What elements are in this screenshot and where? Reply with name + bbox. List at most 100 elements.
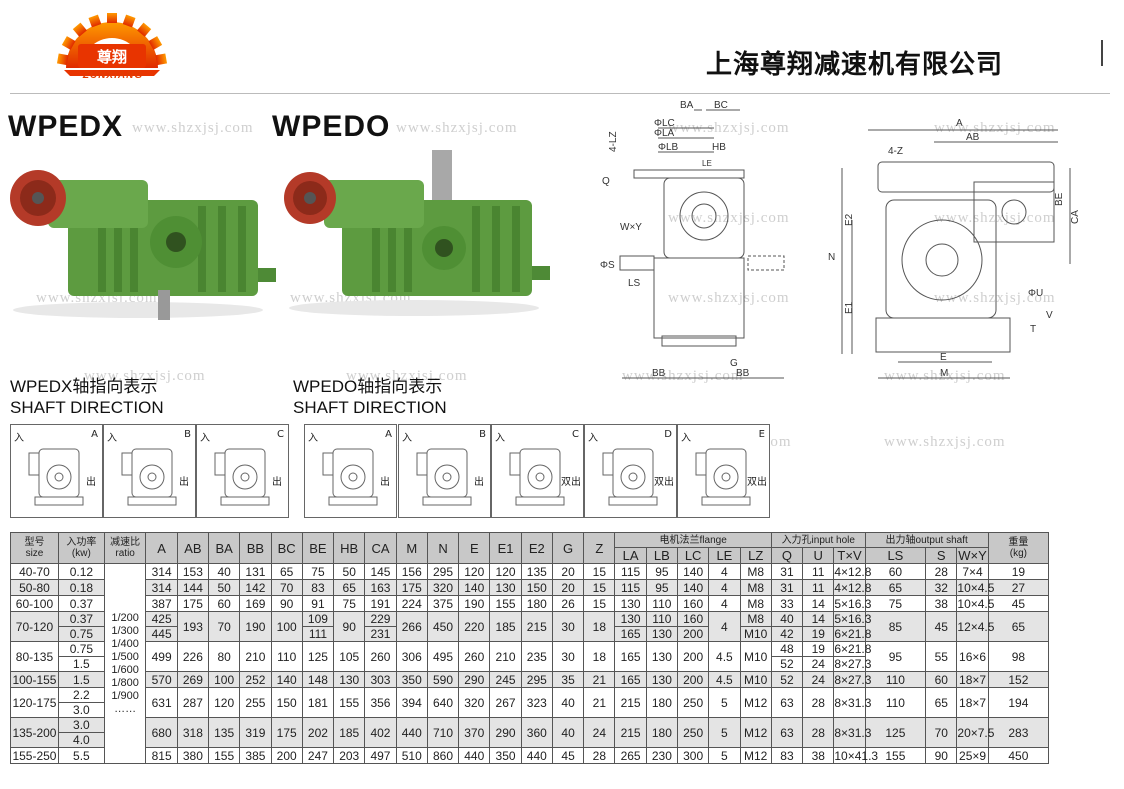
side-dimension-drawing: BA BC 4-LZ ΦLC ΦLA ΦLB HB LE Q W×Y ΦS LS… [600, 100, 785, 379]
cell-z: 28 [583, 747, 616, 764]
cell-power: 2.2 [57, 687, 105, 703]
cell-wy: 10×4.5 [956, 579, 995, 596]
ratio-value: 1/400 [111, 637, 139, 650]
cell-hb: 185 [333, 717, 366, 748]
cell-z: 18 [583, 641, 616, 672]
cell-la: 115 [614, 579, 647, 596]
cell-tv: 5×16.3 [833, 595, 872, 612]
cell-ba: 60 [208, 595, 241, 612]
cell-a: 631 [145, 687, 178, 718]
cell-u: 38 [802, 747, 835, 764]
output-label: 出 [86, 477, 96, 488]
cell-la: 165 [614, 626, 647, 642]
cell-bb: 131 [239, 563, 272, 580]
cell-q: 63 [770, 717, 804, 748]
cell-m: 394 [395, 687, 428, 718]
cell-e2: 150 [520, 579, 553, 596]
cell-a: 815 [145, 747, 178, 764]
cell-ba: 40 [208, 563, 241, 580]
shaft-direction-title: WPEDX轴指向表示 [10, 377, 158, 396]
table-row: 4.0 [11, 732, 1114, 748]
cell-q: 48 [770, 641, 804, 657]
dim-s: ΦS [600, 260, 615, 271]
model-title-wpedx: WPEDX [8, 110, 124, 143]
cell-lb: 230 [645, 747, 679, 764]
cell-ca: 356 [364, 687, 397, 718]
cell-wy: 25×9 [956, 747, 989, 764]
output-label: 双出 [654, 477, 674, 488]
cell-bc: 200 [270, 747, 303, 764]
cell-bc: 110 [270, 641, 303, 672]
cell-lz: M10 [739, 641, 772, 672]
col-bb: BB [239, 532, 272, 564]
col-hb: HB [333, 532, 366, 564]
cell-ls: 60 [864, 563, 927, 580]
cell-e1: 130 [489, 579, 522, 596]
cell-q: 52 [770, 656, 804, 672]
cell-power: 0.75 [57, 641, 105, 657]
cell-s: 32 [925, 579, 958, 596]
watermark: www.shzxjsj.com [346, 368, 468, 384]
shaft-direction-wpedx: WPEDX轴指向表示 SHAFT DIRECTION [10, 376, 164, 418]
watermark: www.shzxjsj.com [934, 120, 1056, 136]
dim-e2: E2 [844, 213, 855, 226]
cell-q: 42 [770, 626, 804, 642]
cell-s: 60 [925, 671, 958, 688]
cell-size: 70-120 [10, 611, 59, 642]
logo-gear-tooth [122, 14, 136, 28]
cell-tv: 5×16.3 [833, 611, 872, 627]
ratio-value: 1/200 [111, 611, 139, 624]
cell-e2: 440 [520, 747, 553, 764]
logo-gear-tooth [72, 22, 87, 37]
cell-la: 215 [614, 717, 647, 748]
cell-ab: 153 [176, 563, 210, 580]
cell-e2: 295 [520, 671, 553, 688]
logo-gear-tooth [155, 53, 168, 66]
cell-m: 350 [395, 671, 428, 688]
cell-u: 14 [802, 595, 835, 612]
cell-weight: 152 [987, 671, 1050, 688]
cell-size: 50-80 [10, 579, 59, 596]
dim-u: ΦU [1028, 288, 1043, 299]
cell-tv: 8×27.3 [833, 656, 872, 672]
cell-tv: 8×31.3 [833, 717, 871, 748]
col-power: 入功率(kw) [57, 532, 105, 564]
cell-le: 4 [708, 563, 741, 580]
cell-ca: 260 [364, 641, 397, 672]
cell-z: 21 [583, 671, 616, 688]
cell-lc: 160 [676, 611, 710, 627]
dim-4-z: 4-Z [888, 146, 903, 157]
col-e: E [458, 532, 491, 564]
shaft-direction-title: WPEDO轴指向表示 [293, 377, 443, 396]
cell-e: 290 [458, 671, 491, 688]
output-label: 出 [272, 477, 282, 488]
dim-bc: BC [714, 100, 728, 111]
gearbox-outline [602, 448, 658, 506]
cell-s: 70 [925, 717, 958, 748]
col-weight: 重量(kg) [987, 532, 1050, 564]
dim-ca: CA [1070, 210, 1081, 224]
cell-le: 4.5 [708, 671, 741, 688]
cell-s: 28 [925, 563, 958, 580]
direction-letter: B [479, 429, 486, 440]
cell-be: 148 [301, 671, 335, 688]
watermark: www.shzxjsj.com [132, 120, 254, 136]
direction-letter: C [572, 429, 579, 440]
ratio-value: 1/600 [111, 663, 139, 676]
cell-m: 175 [395, 579, 428, 596]
gearbox-outline [214, 448, 270, 506]
cell-hb: 50 [333, 563, 366, 580]
logo-gear-tooth [88, 14, 102, 28]
cell-m: 440 [395, 717, 428, 748]
shaft-direction-subtitle: SHAFT DIRECTION [10, 398, 164, 417]
cell-ca: 231 [364, 626, 397, 642]
cell-ls: 125 [864, 717, 927, 748]
cell-hb: 65 [333, 579, 366, 596]
cell-ab: 287 [176, 687, 210, 718]
cell-le: 5 [708, 717, 741, 748]
cell-lb: 180 [645, 687, 679, 718]
